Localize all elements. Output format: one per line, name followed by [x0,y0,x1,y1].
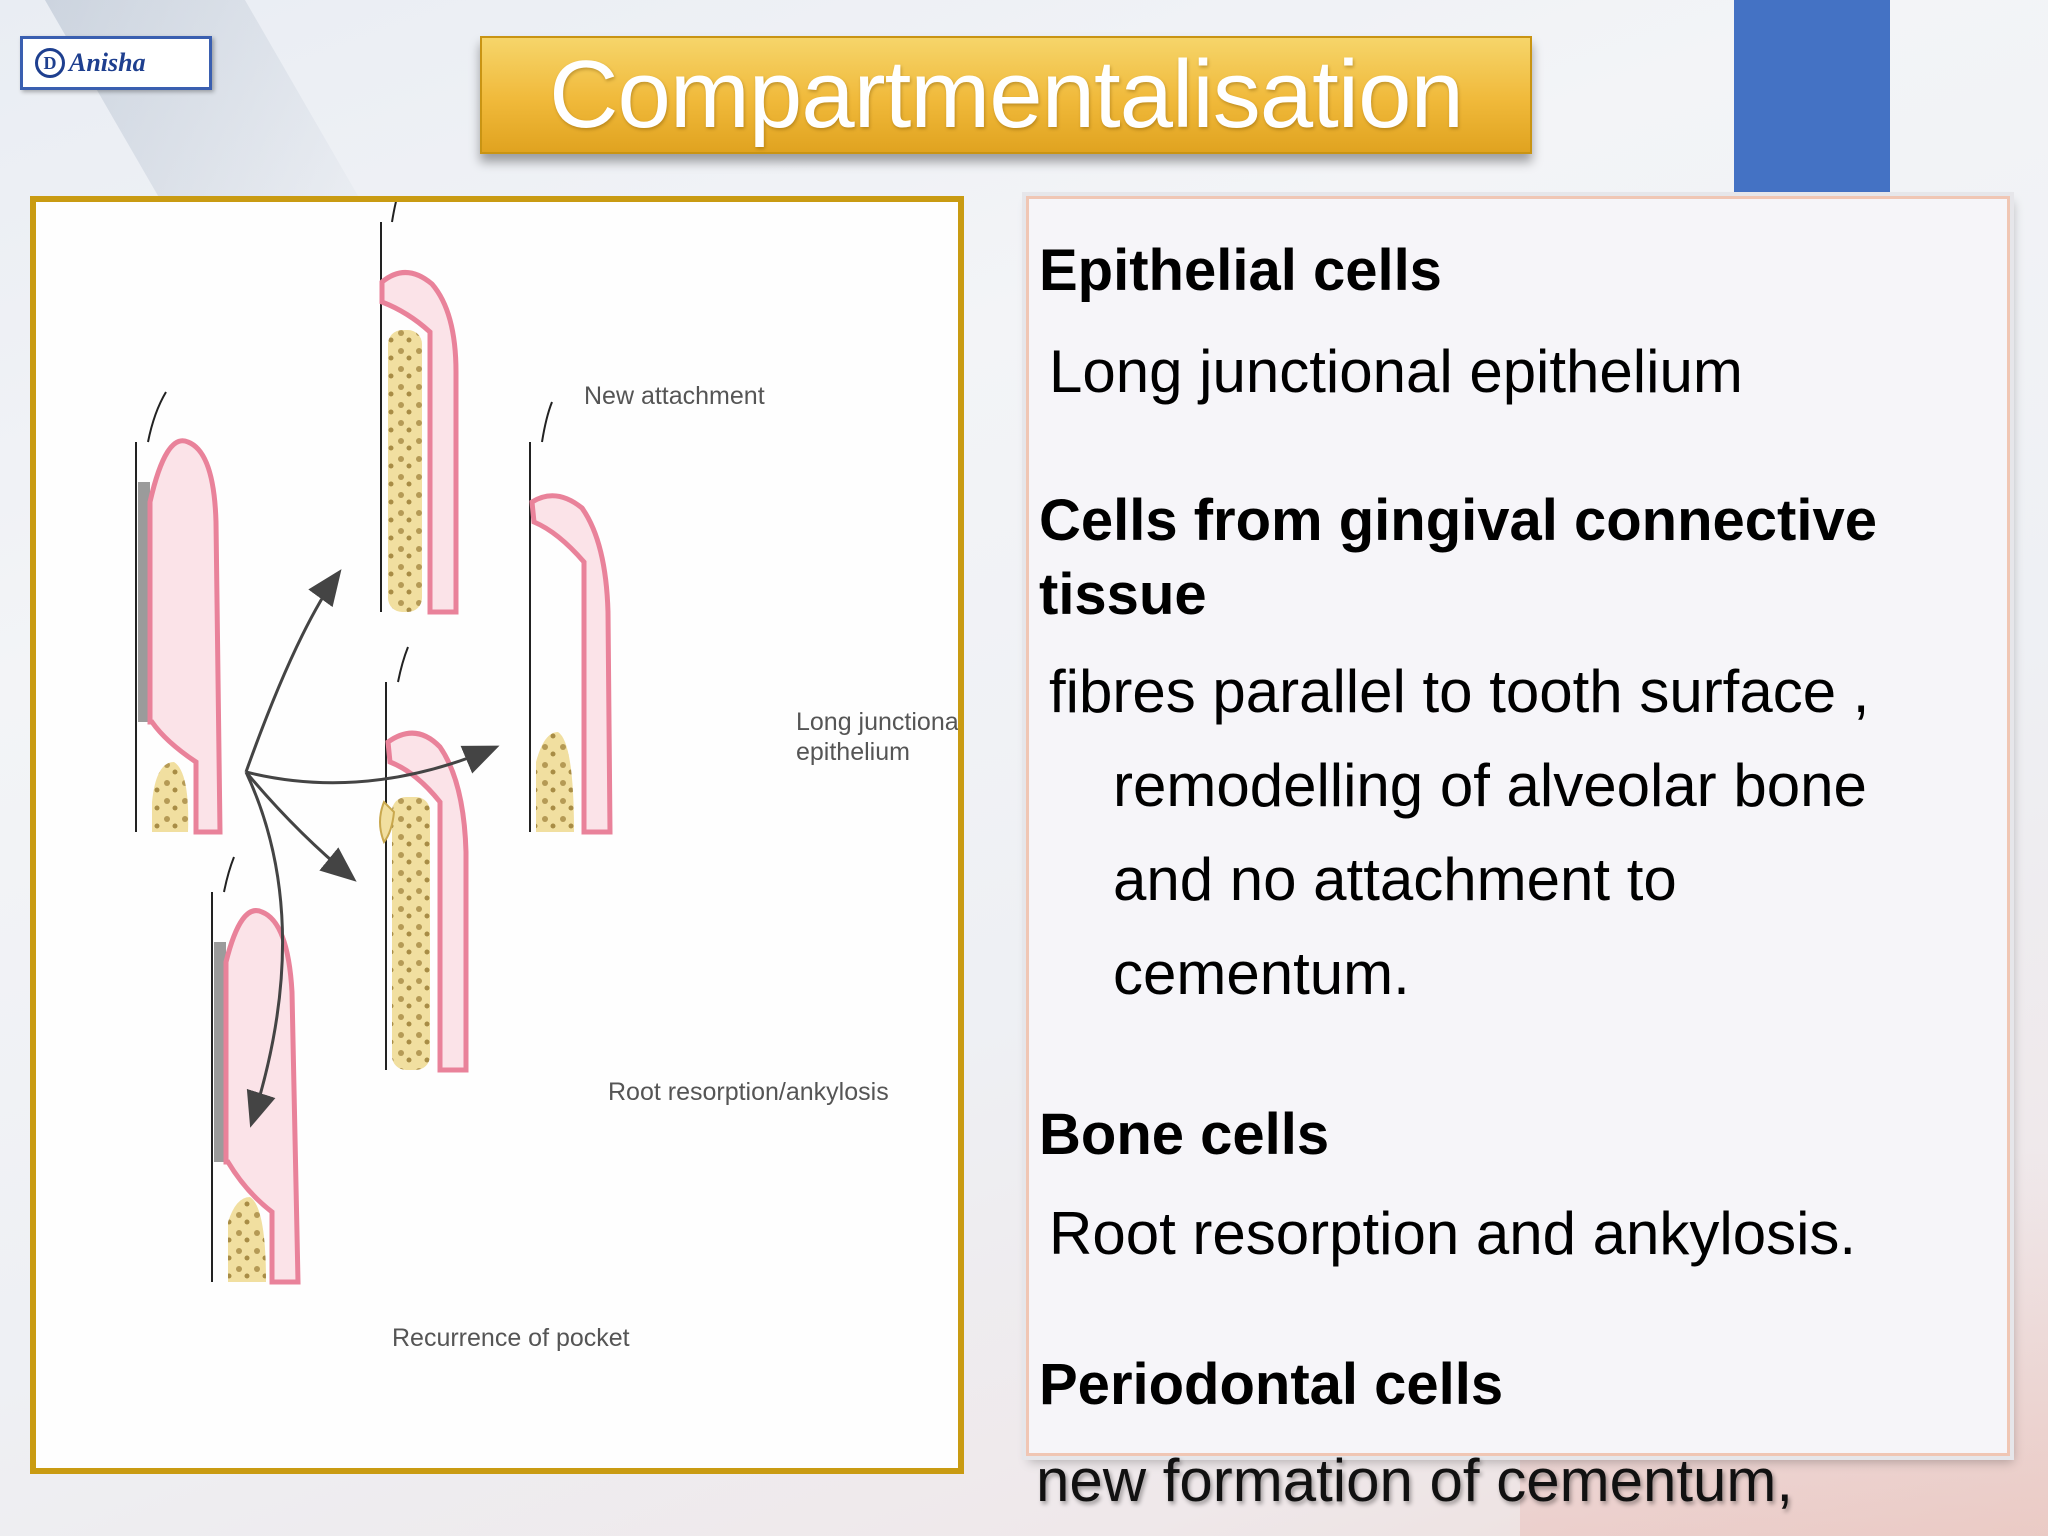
root-resorption-diagram [379,646,469,1073]
healing-diagram: New attachment Long junctiona epithelium… [135,202,958,1352]
periodontal-heading: Periodontal cells [1039,1352,1504,1417]
logo-text: Anisha [69,48,146,77]
label-recurrence: Recurrence of pocket [392,1324,630,1352]
label-long-junctional-2: epithelium [796,738,910,766]
title-banner: Compartmentalisation [480,36,1532,154]
label-root-resorption: Root resorption/ankylosis [608,1078,889,1106]
logo-mark: D [35,48,65,78]
initial-defect-diagram [135,391,223,835]
recurrence-diagram [211,856,301,1285]
long-junctional-diagram [529,401,613,835]
bone-body: Root resorption and ankylosis. [1049,1200,1857,1267]
periodontal-body: new formation of cementum, [1036,1447,1794,1514]
gingival-heading-line2: tissue [1039,562,1207,627]
gingival-body-line2: remodelling of alveolar bone [1113,752,1867,819]
brand-logo: D Anisha [20,36,212,90]
figure-panel: New attachment Long junctiona epithelium… [30,196,964,1474]
bone-heading: Bone cells [1039,1102,1330,1167]
epithelial-heading: Epithelial cells [1039,238,1442,303]
gingival-body-line3: and no attachment to [1113,846,1677,913]
new-attachment-diagram [379,202,459,615]
gingival-body-line4: cementum. [1113,940,1410,1007]
outcome-arrows [244,569,500,1128]
slide-title: Compartmentalisation [549,41,1464,148]
gingival-heading-line1: Cells from gingival connective [1039,488,1877,553]
blue-accent-tab [1734,0,1890,196]
label-new-attachment: New attachment [584,382,765,410]
text-panel: Epithelial cells Long junctional epithel… [1026,196,2010,1456]
label-long-junctional-1: Long junctiona [796,708,958,736]
epithelial-body: Long junctional epithelium [1049,338,1743,405]
gingival-body-line1: fibres parallel to tooth surface , [1049,658,1870,725]
